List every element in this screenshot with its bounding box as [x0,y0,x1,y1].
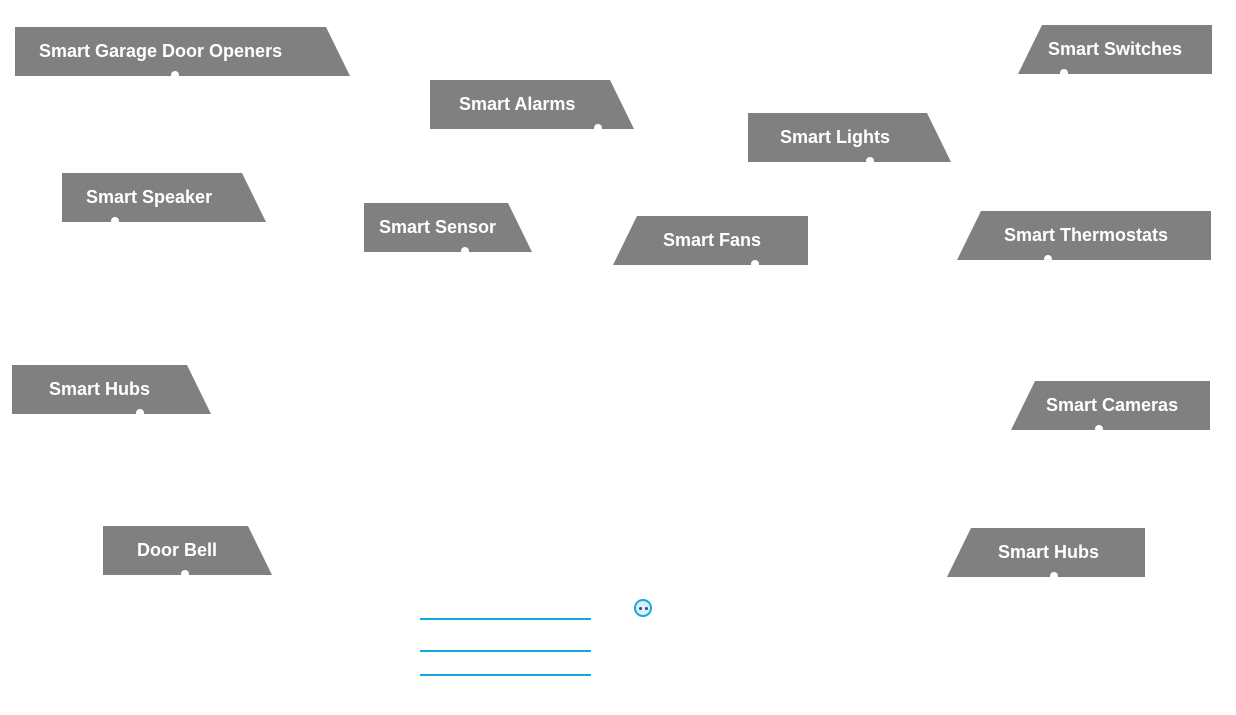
label-text: Smart Lights [780,127,891,147]
connector-dot [181,570,189,578]
connector-dot [171,71,179,79]
label-text: Smart Hubs [49,379,151,399]
label-smart-switches: Smart Switches [1018,25,1212,74]
connector-dot [1044,255,1052,260]
connector-dot [136,409,144,417]
label-smart-lights: Smart Lights [748,113,951,162]
label-text: Smart Speaker [86,187,213,207]
connector-dot [866,157,874,165]
connector-dot [111,217,119,225]
connector-dot [1095,425,1103,430]
label-smart-sensor: Smart Sensor [364,203,532,252]
connector-dot [594,124,602,132]
blue-line-1 [420,618,591,620]
connector-dot [461,247,469,255]
label-smart-thermostats: Smart Thermostats [957,211,1211,260]
label-text: Smart Cameras [1046,395,1179,415]
label-text: Smart Sensor [379,217,497,237]
connector-dot [751,260,759,265]
label-text: Smart Alarms [459,94,576,114]
label-text: Smart Thermostats [1004,225,1169,245]
label-door-bell: Door Bell [103,526,272,575]
label-text: Smart Switches [1048,39,1183,59]
label-smart-hubs-left: Smart Hubs [12,365,211,414]
label-smart-cameras: Smart Cameras [1011,381,1210,430]
label-text: Door Bell [137,540,218,560]
label-smart-speaker: Smart Speaker [62,173,266,222]
label-text: Smart Garage Door Openers [39,41,283,61]
label-smart-alarms: Smart Alarms [430,80,634,129]
label-smart-hubs-right: Smart Hubs [947,528,1145,577]
label-text: Smart Fans [663,230,762,250]
label-smart-fans: Smart Fans [613,216,808,265]
label-smart-garage-door-openers: Smart Garage Door Openers [15,27,350,76]
face-icon [634,599,652,617]
blue-line-3 [420,674,591,676]
blue-line-2 [420,650,591,652]
connector-dot [1050,572,1058,577]
label-text: Smart Hubs [998,542,1100,562]
connector-dot [1060,69,1068,74]
